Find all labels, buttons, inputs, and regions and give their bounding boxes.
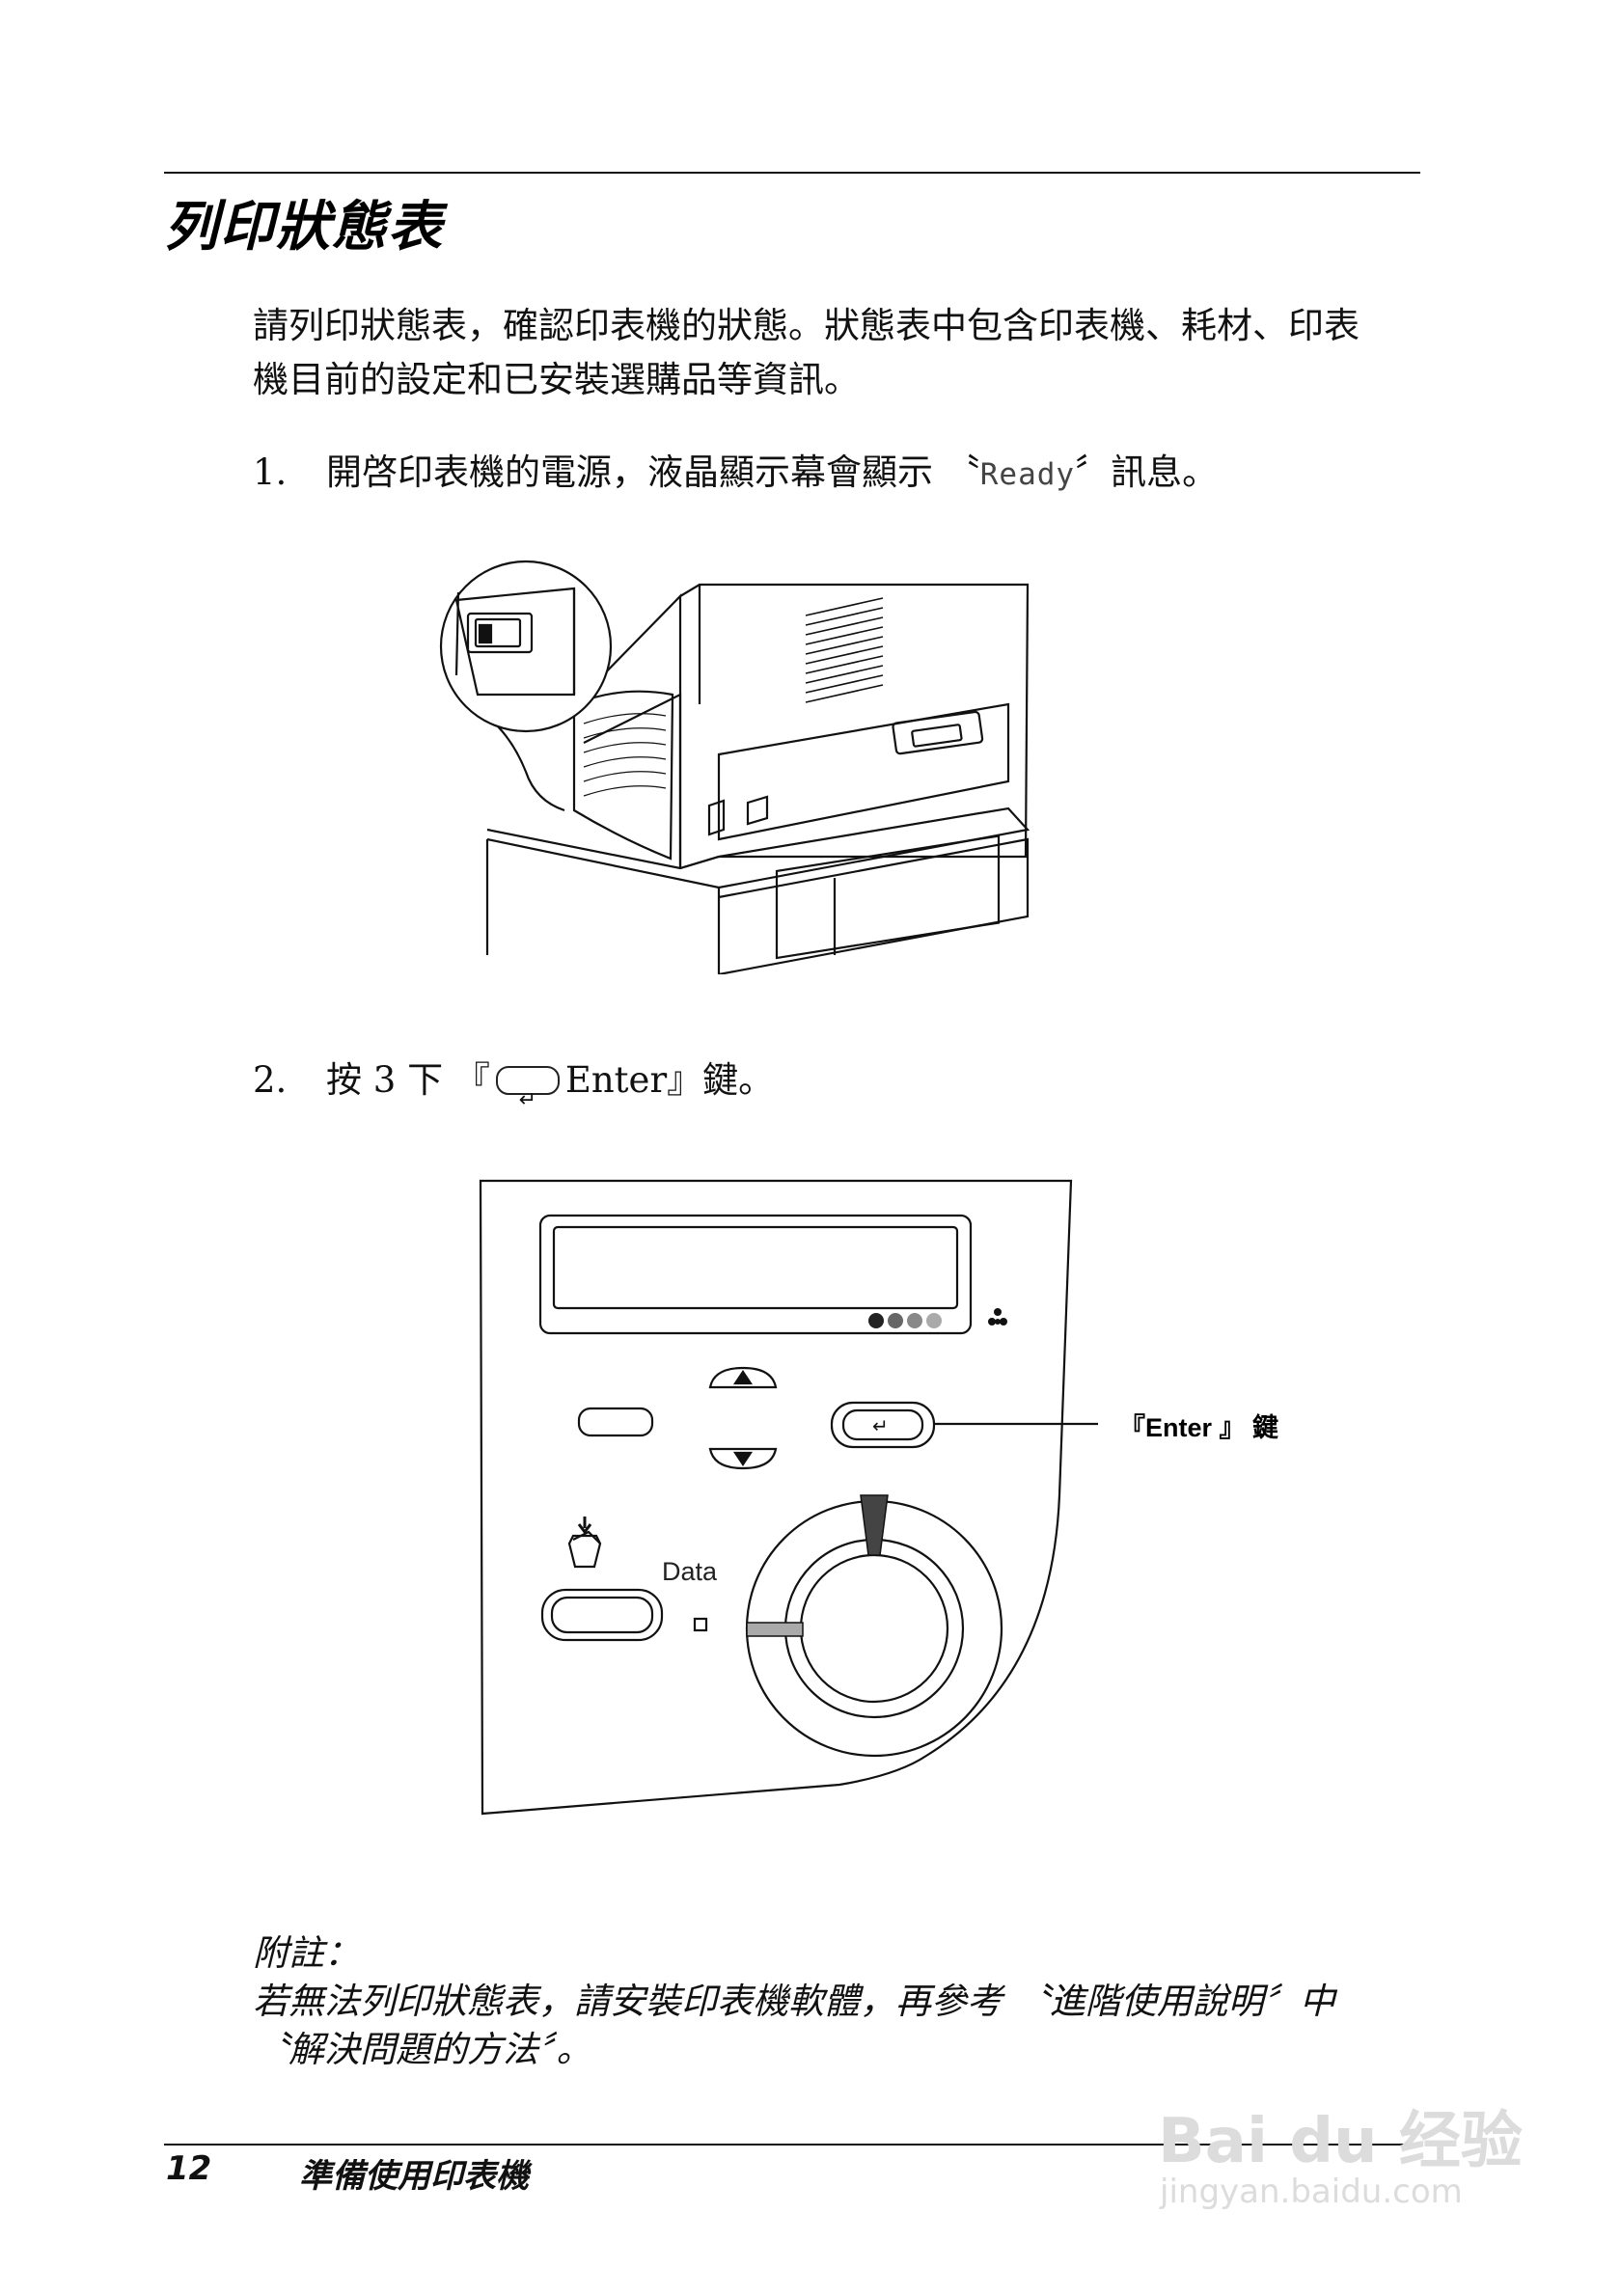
footer-chapter-title: 準備使用印表機 xyxy=(299,2157,529,2196)
step-1: 1. 開啓印表機的電源，液晶顯示幕會顯示 〝Ready〞訊息。 xyxy=(253,446,1218,502)
note-heading: 附註： xyxy=(253,1932,360,1974)
step-2-open-bracket: 『 xyxy=(453,1059,490,1101)
intro-paragraph: 請列印狀態表，確認印表機的狀態。狀態表中包含印表機、耗材、印表機目前的設定和已安… xyxy=(253,305,1360,400)
svg-text:↵: ↵ xyxy=(872,1414,889,1437)
top-rule xyxy=(164,172,1420,174)
page-title: 列印狀態表 xyxy=(164,196,444,259)
footer-rule xyxy=(164,2144,1420,2146)
step-2-number: 2. xyxy=(253,1059,288,1101)
step-1-text-end: 訊息。 xyxy=(1111,451,1219,493)
enter-key-callout: 『Enter 』 鍵 xyxy=(1119,1413,1279,1442)
lcd-ready-text: Ready xyxy=(979,457,1076,492)
step-1-close-quote: 〞 xyxy=(1075,451,1112,493)
step-2-text: 按 3 下 xyxy=(326,1059,444,1101)
step-2-text-end: 鍵。 xyxy=(702,1059,775,1101)
step-1-text: 開啓印表機的電源，液晶顯示幕會顯示 xyxy=(326,451,933,493)
enter-key-label: Enter xyxy=(564,1059,668,1101)
enter-key-symbol-icon: ↵ xyxy=(495,1065,560,1111)
step-1-open-quote: 〝 xyxy=(944,451,980,493)
watermark-url: jingyan.baidu.com xyxy=(1160,2173,1463,2211)
control-panel-figure: ↵ xyxy=(479,1179,1098,1816)
note-block: 附註： 若無法列印狀態表，請安裝印表機軟體，再參考 〝進階使用說明〞中 〝解決問… xyxy=(253,1929,1391,2074)
printer-power-switch-figure xyxy=(439,560,1030,974)
step-1-number: 1. xyxy=(253,451,288,493)
lcd-display xyxy=(538,1214,973,1335)
step-2: 2. 按 3 下 『↵Enter』鍵。 xyxy=(253,1053,775,1111)
note-body: 若無法列印狀態表，請安裝印表機軟體，再參考 〝進階使用說明〞中 〝解決問題的方法… xyxy=(253,1981,1335,2070)
footer-page-number: 12 xyxy=(166,2149,212,2188)
watermark-brand: Bai du 经验 xyxy=(1158,2106,1523,2177)
data-led-label: Data xyxy=(662,1557,718,1586)
step-2-close-bracket: 』 xyxy=(667,1059,703,1101)
